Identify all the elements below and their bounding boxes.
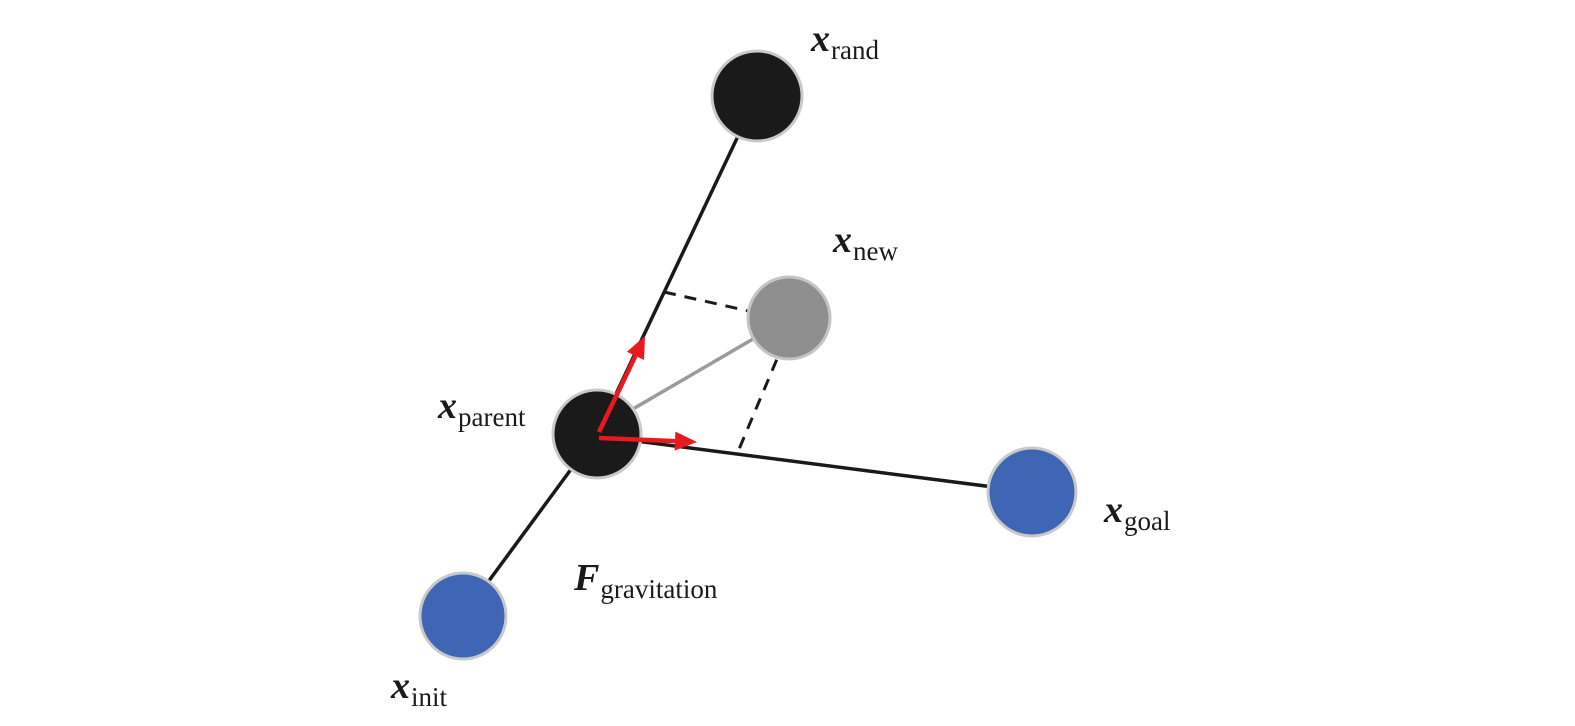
force-arrow-toward-rand-head xyxy=(626,336,645,360)
node-x-parent xyxy=(551,388,643,480)
label-f-gravitation-base: F xyxy=(574,557,600,599)
force-arrow-toward-goal-head xyxy=(674,431,697,451)
label-x-goal: xgoal xyxy=(1104,491,1171,535)
force-arrow-toward-rand-shaft xyxy=(596,354,638,433)
label-x-init: xinit xyxy=(391,667,447,711)
label-x-init-sub: init xyxy=(411,682,448,712)
node-x-goal xyxy=(986,446,1078,538)
node-x-rand xyxy=(710,49,804,143)
label-x-parent-base: x xyxy=(438,385,457,427)
label-x-parent: xparent xyxy=(438,387,525,431)
label-x-rand: xrand xyxy=(811,20,879,64)
node-x-new xyxy=(746,275,832,361)
label-x-goal-sub: goal xyxy=(1124,506,1171,536)
label-x-new-sub: new xyxy=(853,236,898,266)
label-x-rand-sub: rand xyxy=(831,35,879,65)
label-x-new-base: x xyxy=(833,219,852,261)
label-x-new: xnew xyxy=(833,221,898,265)
edge-parent-goal xyxy=(596,434,1033,494)
label-x-init-base: x xyxy=(391,665,410,707)
label-x-rand-base: x xyxy=(811,18,830,60)
label-x-parent-sub: parent xyxy=(458,402,526,432)
node-x-init xyxy=(418,571,508,661)
label-f-gravitation-sub: gravitation xyxy=(600,574,718,604)
label-x-goal-base: x xyxy=(1104,489,1123,531)
force-arrow-toward-goal-shaft xyxy=(598,435,676,444)
label-f-gravitation: Fgravitation xyxy=(574,559,717,603)
